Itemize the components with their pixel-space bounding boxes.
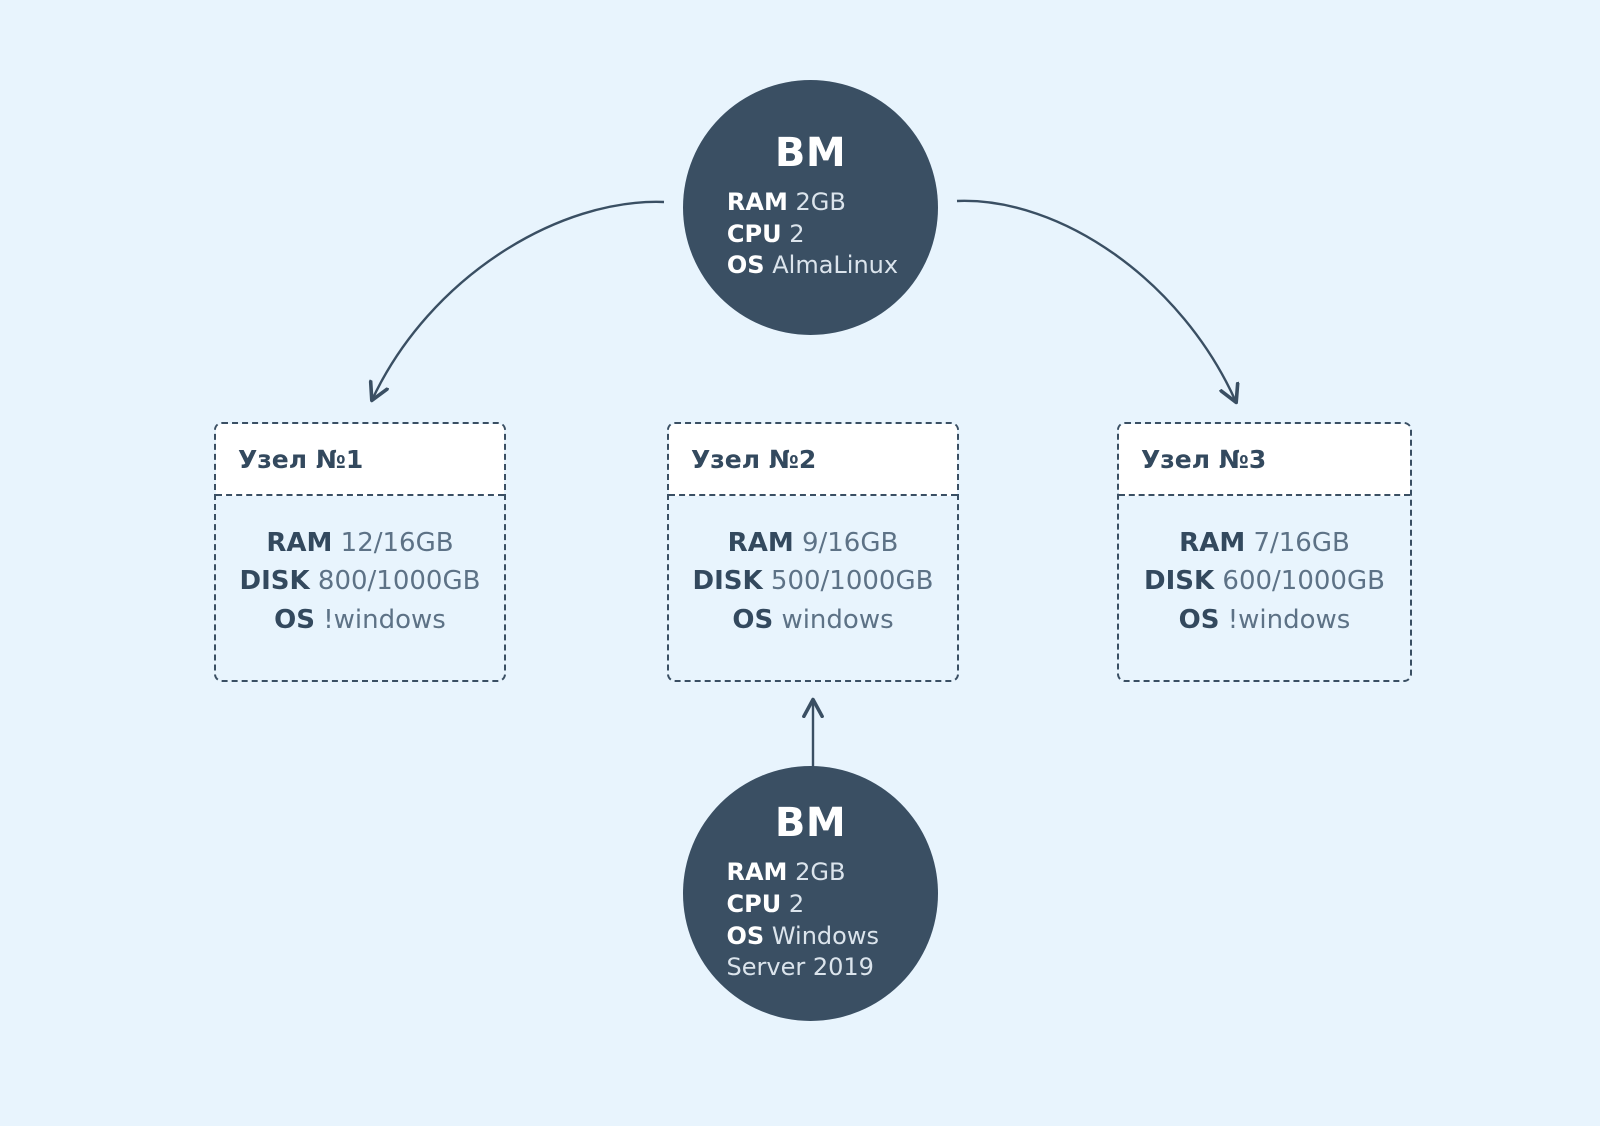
spec-value: 9/16GB <box>801 528 899 558</box>
vm-bottom-spec-os: OS Windows Server 2019 <box>727 921 895 985</box>
spec-key: OS <box>274 604 315 635</box>
node-2-title: Узел №2 <box>691 444 817 474</box>
vm-top-spec-cpu: CPU 2 <box>727 219 898 251</box>
spec-key: OS <box>732 604 774 635</box>
node-1-spec-os: OS !windows <box>234 601 486 639</box>
node-3-spec-disk: DISK 600/1000GB <box>1137 562 1392 600</box>
spec-value: 2 <box>788 889 805 918</box>
spec-value: !windows <box>1227 604 1351 635</box>
spec-value: 12/16GB <box>340 528 454 558</box>
spec-value: 2GB <box>795 187 846 216</box>
node-2-spec-ram: RAM 9/16GB <box>687 524 939 562</box>
spec-key: CPU <box>726 219 782 248</box>
spec-key: DISK <box>1144 566 1215 597</box>
spec-value: 600/1000GB <box>1222 566 1385 597</box>
spec-value: 2 <box>789 219 805 248</box>
node-1-body: RAM 12/16GB DISK 800/1000GB OS !windows <box>216 496 504 659</box>
spec-key: RAM <box>1179 528 1246 558</box>
vm-bottom-specs: RAM 2GB CPU 2 OS Windows Server 2019 <box>727 857 895 985</box>
vm-bottom-spec-ram: RAM 2GB <box>727 857 895 889</box>
spec-value: 7/16GB <box>1253 528 1350 558</box>
spec-value: AlmaLinux <box>772 251 899 280</box>
spec-key: OS <box>1178 604 1220 635</box>
node-1-spec-ram: RAM 12/16GB <box>234 524 486 562</box>
node-2-header: Узел №2 <box>669 424 957 496</box>
vm-top-title: ВМ <box>774 129 847 176</box>
node-3-spec-os: OS !windows <box>1137 601 1392 639</box>
spec-value: 2GB <box>795 857 846 886</box>
vm-top-spec-ram: RAM 2GB <box>727 187 898 219</box>
node-1-spec-disk: DISK 800/1000GB <box>234 562 486 600</box>
node-2-spec-os: OS windows <box>687 601 939 639</box>
node-box-2[interactable]: Узел №2 RAM 9/16GB DISK 500/1000GB OS wi… <box>667 422 959 682</box>
spec-key: OS <box>726 921 765 950</box>
vm-top-spec-os: OS AlmaLinux <box>727 250 898 282</box>
node-3-title: Узел №3 <box>1141 444 1267 474</box>
node-1-title: Узел №1 <box>238 444 364 474</box>
spec-key: DISK <box>239 566 310 597</box>
spec-value: 800/1000GB <box>317 566 481 597</box>
arrow-vm-top-to-node-3 <box>956 199 1236 402</box>
spec-key: RAM <box>726 857 788 886</box>
vm-bottom-title: ВМ <box>774 799 847 846</box>
vm-top-specs: RAM 2GB CPU 2 OS AlmaLinux <box>723 187 898 283</box>
node-2-body: RAM 9/16GB DISK 500/1000GB OS windows <box>669 496 957 659</box>
spec-value: 500/1000GB <box>770 566 934 597</box>
node-box-1[interactable]: Узел №1 RAM 12/16GB DISK 800/1000GB OS !… <box>214 422 506 682</box>
arrow-vm-top-to-node-1 <box>372 200 665 400</box>
vm-bottom-spec-cpu: CPU 2 <box>727 889 895 921</box>
spec-value: Windows Server 2019 <box>726 921 879 982</box>
spec-value: windows <box>781 604 894 635</box>
node-3-header: Узел №3 <box>1119 424 1410 496</box>
vm-node-top[interactable]: ВМ RAM 2GB CPU 2 OS AlmaLinux <box>683 80 938 335</box>
spec-key: CPU <box>726 889 782 918</box>
spec-key: OS <box>726 251 765 280</box>
node-2-spec-disk: DISK 500/1000GB <box>687 562 939 600</box>
spec-key: DISK <box>692 566 763 597</box>
node-1-header: Узел №1 <box>216 424 504 496</box>
node-3-body: RAM 7/16GB DISK 600/1000GB OS !windows <box>1119 496 1410 659</box>
spec-key: RAM <box>266 528 333 558</box>
node-3-spec-ram: RAM 7/16GB <box>1137 524 1392 562</box>
node-box-3[interactable]: Узел №3 RAM 7/16GB DISK 600/1000GB OS !w… <box>1117 422 1412 682</box>
spec-key: RAM <box>727 528 794 558</box>
spec-key: RAM <box>726 187 788 216</box>
vm-node-bottom[interactable]: ВМ RAM 2GB CPU 2 OS Windows Server 2019 <box>683 766 938 1021</box>
spec-value: !windows <box>323 604 446 635</box>
